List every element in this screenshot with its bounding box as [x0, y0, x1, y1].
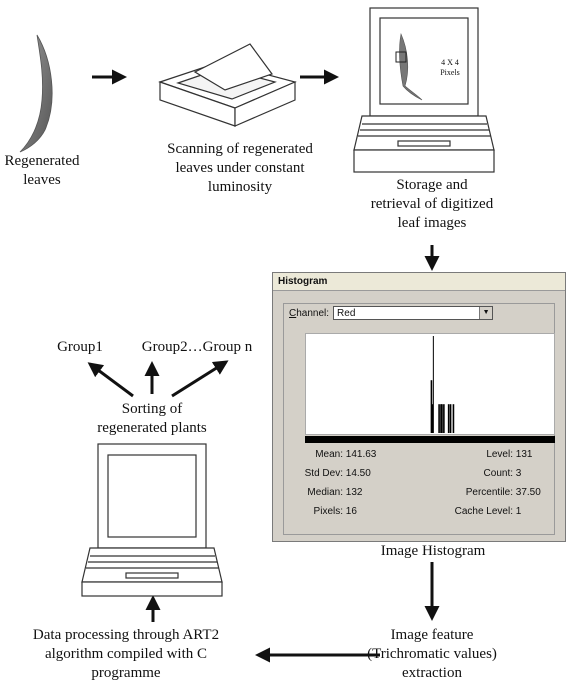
stat-mean: Mean: 141.63	[315, 449, 377, 460]
caption-image-histogram: Image Histogram	[380, 543, 486, 559]
histogram-title: Histogram	[273, 273, 565, 291]
histogram-bar-142	[443, 404, 445, 433]
channel-select[interactable]: Red ▼	[333, 306, 494, 320]
computer-bottom-icon	[81, 443, 223, 597]
arrow-to-group1	[87, 362, 134, 398]
stat-cache-level: Cache Level: 1	[454, 506, 522, 517]
stat-count: Count: 3	[483, 468, 522, 479]
histogram-plot-svg	[430, 336, 455, 433]
histogram-bar-129	[430, 380, 433, 433]
chevron-down-icon[interactable]: ▼	[479, 307, 493, 319]
leaf-icon	[19, 34, 53, 153]
scanner-icon	[158, 43, 297, 127]
histogram-bar-149	[449, 404, 452, 433]
channel-value: Red	[337, 307, 356, 319]
histogram-bar-139	[440, 404, 442, 433]
channel-label: Channel:	[289, 307, 330, 319]
stat-level: Level: 131	[486, 449, 533, 460]
histogram-window: Histogram Channel: Red ▼ Mean: 141.63 St…	[272, 272, 566, 542]
stat-std-dev: Std Dev: 14.50	[304, 468, 371, 479]
stat-pixels: Pixels: 16	[313, 506, 357, 517]
arrow-to-groupn	[171, 360, 229, 398]
caption-group2-group-n: Group2…Group n	[141, 339, 253, 355]
histogram-plot	[305, 333, 555, 435]
histogram-bar-140	[441, 404, 443, 433]
histogram-bar-130	[431, 404, 434, 433]
stat-percentile: Percentile: 37.50	[465, 487, 541, 498]
channel-row: Channel: Red ▼	[287, 305, 498, 321]
caption-feature-extraction: Image feature(Trichromatic values)extrac…	[367, 627, 497, 681]
computer-top-icon	[353, 7, 495, 173]
stat-median: Median: 132	[307, 487, 363, 498]
histogram-bar-147	[447, 404, 450, 433]
histogram-bar-152	[452, 404, 455, 433]
histogram-level-bar	[305, 436, 555, 443]
caption-group1: Group1	[57, 339, 103, 355]
histogram-bar-137	[438, 404, 440, 433]
